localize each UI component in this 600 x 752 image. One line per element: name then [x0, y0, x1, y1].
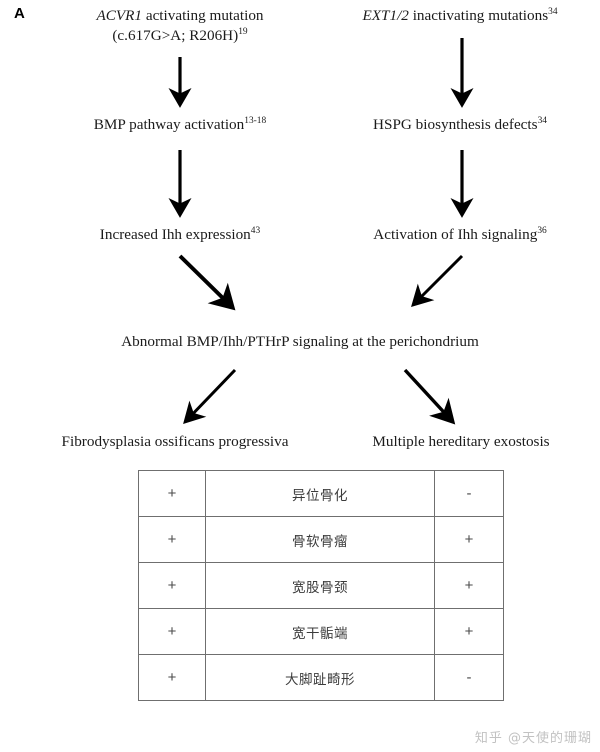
flow-node-ihh-exp-text: Increased Ihh expression — [99, 226, 251, 243]
arrow-ihh-exp-to-abnormal — [178, 254, 236, 311]
flow-node-bmp-text: BMP pathway activation — [93, 116, 245, 133]
table-row: + 宽干骺端 + — [138, 608, 504, 655]
cell-mhe-sign: + — [434, 608, 504, 655]
flow-node-acvr1-mutation: ACVR1 activating mutation (c.617G>A; R20… — [44, 6, 316, 46]
flow-node-fibrodysplasia-ossificans-progressiva: Fibrodysplasia ossificans progressiva — [61, 433, 289, 450]
citation-19: 19 — [238, 27, 248, 38]
flow-node-acvr1-rest: activating mutation — [142, 7, 264, 24]
table-row: + 宽股骨颈 + — [138, 562, 504, 609]
cell-fop-sign: + — [138, 516, 206, 563]
table-row: + 异位骨化 - — [138, 470, 504, 517]
flow-node-hspg-text: HSPG biosynthesis defects — [373, 116, 538, 133]
citation-34-b: 34 — [537, 115, 547, 126]
flow-node-acvr1-line2: (c.617G>A; R206H) — [112, 27, 239, 45]
table-row: + 大脚趾畸形 - — [138, 654, 504, 701]
flow-node-ext12-mutation: EXT1/2 inactivating mutations34 — [326, 6, 594, 26]
fop-vs-mhe-comparison-table: + 异位骨化 - + 骨软骨瘤 + + 宽股骨颈 + + 宽干骺端 + + 大脚 — [138, 470, 504, 701]
gene-name-ext12: EXT1/2 — [362, 7, 409, 24]
flow-node-ihh-sig-text: Activation of Ihh signaling — [373, 226, 538, 243]
cell-feature-name: 大脚趾畸形 — [205, 654, 435, 701]
cell-feature-name: 宽干骺端 — [205, 608, 435, 655]
table-row: + 骨软骨瘤 + — [138, 516, 504, 563]
cell-mhe-sign: + — [434, 562, 504, 609]
cell-fop-sign: + — [138, 654, 206, 701]
cell-feature-name: 骨软骨瘤 — [205, 516, 435, 563]
cell-mhe-sign: - — [434, 470, 504, 517]
arrow-ihh-sig-to-abnormal — [411, 254, 464, 307]
zhihu-watermark: 知乎 @天使的珊瑚 — [474, 731, 592, 746]
arrow-abnormal-to-mhe — [403, 368, 456, 425]
flow-node-bmp-pathway-activation: BMP pathway activation13-18 — [44, 115, 316, 135]
cell-feature-name: 异位骨化 — [205, 470, 435, 517]
flow-node-increased-ihh-expression: Increased Ihh expression43 — [44, 225, 316, 245]
cell-feature-name: 宽股骨颈 — [205, 562, 435, 609]
flow-node-ext12-rest: inactivating mutations — [408, 7, 549, 24]
citation-34-a: 34 — [548, 6, 558, 17]
citation-13-18: 13-18 — [244, 115, 267, 126]
citation-36: 36 — [537, 225, 547, 236]
flow-node-multiple-hereditary-exostosis: Multiple hereditary exostosis — [372, 433, 550, 450]
cell-mhe-sign: - — [434, 654, 504, 701]
flow-node-hspg-biosynthesis-defects: HSPG biosynthesis defects34 — [326, 115, 594, 135]
gene-name-acvr1: ACVR1 — [96, 7, 143, 24]
flow-node-abnormal-signaling: Abnormal BMP/Ihh/PTHrP signaling at the … — [121, 333, 479, 350]
flow-node-activation-of-ihh-signaling: Activation of Ihh signaling36 — [326, 225, 594, 245]
cell-fop-sign: + — [138, 470, 206, 517]
cell-mhe-sign: + — [434, 516, 504, 563]
panel-label-a: A — [14, 5, 25, 22]
cell-fop-sign: + — [138, 608, 206, 655]
citation-43: 43 — [250, 225, 261, 236]
cell-fop-sign: + — [138, 562, 206, 609]
arrow-abnormal-to-fop — [183, 368, 237, 425]
